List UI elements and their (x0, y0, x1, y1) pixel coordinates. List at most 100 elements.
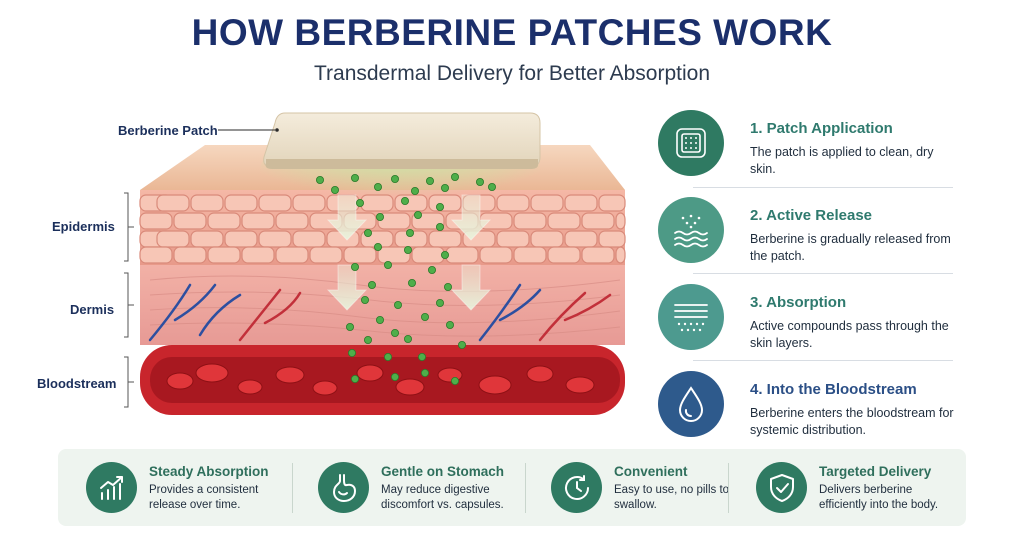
step-divider (693, 360, 953, 361)
dermis-layer (140, 265, 625, 345)
step-4-title: 4. Into the Bloodstream (750, 381, 917, 398)
berberine-particle (457, 340, 466, 349)
berberine-particle (373, 242, 382, 251)
benefit-desc: Provides a consistent release over time. (149, 484, 259, 511)
stomach-icon (318, 462, 369, 513)
capillaries (148, 283, 612, 342)
berberine-particle (435, 298, 444, 307)
benefit-desc: Easy to use, no pills to swallow. (614, 484, 730, 511)
berberine-particle (450, 173, 459, 182)
berberine-particle (345, 322, 354, 331)
berberine-particle (393, 300, 402, 309)
epidermis-cell (581, 212, 615, 230)
epidermis-cell (156, 194, 190, 212)
benefit-convenient: Convenient Easy to use, no pills to swal… (523, 449, 751, 526)
epidermis-cell (513, 212, 547, 230)
epidermis-cell (292, 230, 326, 248)
epidermis-cell (428, 230, 462, 248)
growth-chart-icon (86, 462, 137, 513)
berberine-particle (350, 374, 359, 383)
berberine-particle (410, 187, 419, 196)
epidermis-cell (547, 212, 581, 230)
berberine-particle (403, 334, 412, 343)
step-2: 2. Active Release Berberine is gradually… (655, 193, 955, 273)
step-2-desc: Berberine is gradually released from the… (750, 232, 951, 263)
epidermis-cell (207, 212, 241, 230)
step-3-title: 3. Absorption (750, 294, 847, 311)
berberine-particle (443, 282, 452, 291)
epidermis-cell (564, 194, 598, 212)
berberine-particle (487, 183, 496, 192)
step-4-desc: Berberine enters the bloodstream for sys… (750, 406, 954, 437)
epidermis-cell (530, 194, 564, 212)
benefit-title: Steady Absorption (149, 464, 269, 479)
berberine-particle (440, 250, 449, 259)
berberine-particle (315, 176, 324, 185)
epidermis-cell (190, 194, 224, 212)
step-divider (693, 273, 953, 274)
berberine-particle (445, 320, 454, 329)
epidermis-cell (479, 246, 513, 264)
red-blood-cells (166, 363, 595, 396)
step-2-title: 2. Active Release (750, 207, 873, 224)
epidermis-cell (530, 230, 564, 248)
berberine-particle (420, 312, 429, 321)
clock-icon (551, 462, 602, 513)
berberine-particle (383, 260, 392, 269)
epidermis-cell (547, 246, 581, 264)
berberine-particle (390, 372, 399, 381)
berberine-particle (400, 197, 409, 206)
berberine-particle (350, 262, 359, 271)
berberine-particle (405, 228, 414, 237)
epidermis-cell (224, 194, 258, 212)
epidermis-cell (581, 246, 615, 264)
benefit-title: Gentle on Stomach (381, 464, 505, 479)
benefit-title: Targeted Delivery (819, 464, 932, 479)
berberine-particle (435, 222, 444, 231)
epidermis-cell (564, 230, 598, 248)
benefits-bar: Steady Absorption Provides a consistent … (58, 449, 966, 526)
berberine-particle (347, 348, 356, 357)
epidermis-cell (598, 194, 626, 212)
skin-cross-section (124, 112, 626, 415)
label-berberine-patch: Berberine Patch (118, 123, 218, 138)
epidermis-cell (241, 246, 275, 264)
berberine-particle (360, 295, 369, 304)
epidermis-cell (309, 246, 343, 264)
berberine-particle (330, 186, 339, 195)
patch-icon (658, 110, 724, 176)
benefit-separator (292, 463, 293, 513)
berberine-particle (427, 265, 436, 274)
berberine-particle (375, 315, 384, 324)
benefit-desc: May reduce digestive discomfort vs. caps… (381, 484, 504, 511)
benefit-separator (525, 463, 526, 513)
berberine-particle (440, 184, 449, 193)
benefit-separator (728, 463, 729, 513)
epidermis-cell (343, 246, 377, 264)
berberine-particle (373, 183, 382, 192)
epidermis-cell (173, 246, 207, 264)
epidermis-cell (258, 230, 292, 248)
step-4: 4. Into the Bloodstream Berberine enters… (655, 367, 955, 447)
berberine-particle (403, 245, 412, 254)
berberine-particle (375, 213, 384, 222)
berberine-particle (363, 335, 372, 344)
berberine-particle (417, 352, 426, 361)
berberine-particle (350, 174, 359, 183)
benefit-title: Convenient (614, 464, 688, 479)
berberine-particle (420, 368, 429, 377)
berberine-particle (383, 352, 392, 361)
epidermis-cell (513, 246, 547, 264)
page-subtitle: Transdermal Delivery for Better Absorpti… (313, 62, 711, 85)
shield-check-icon (756, 462, 807, 513)
epidermis-cell (173, 212, 207, 230)
epidermis-cell (275, 246, 309, 264)
page-title: HOW BERBERINE PATCHES WORK (191, 12, 833, 53)
epidermis-cell (258, 194, 292, 212)
berberine-particle (355, 199, 364, 208)
epidermis-cell (615, 246, 626, 264)
berberine-particle (413, 211, 422, 220)
epidermis-cell (615, 212, 626, 230)
step-3: 3. Absorption Active compounds pass thro… (655, 280, 955, 360)
berberine-particle (425, 177, 434, 186)
